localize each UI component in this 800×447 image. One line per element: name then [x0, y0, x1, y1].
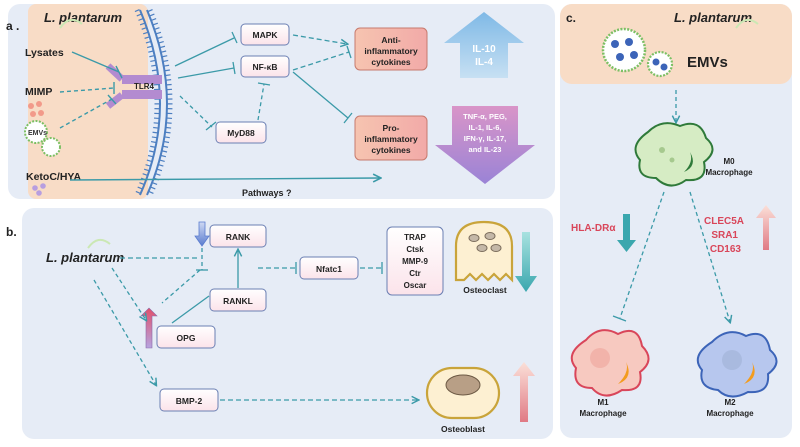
panel-c-organism: L. plantarum	[674, 10, 752, 25]
anti-inflammatory-box	[354, 27, 428, 71]
bacterium-icon	[735, 18, 759, 29]
rankl-label: RANKL	[223, 296, 253, 306]
osteoclast-down-arrow-icon	[515, 232, 537, 292]
opg-box	[156, 325, 216, 349]
rank-box	[209, 224, 267, 248]
m0-label-2: Macrophage	[705, 168, 753, 177]
emv-vesicle-icon	[24, 120, 61, 157]
myd88-label: MyD88	[227, 128, 255, 138]
panel-b-pathway-lines	[93, 248, 418, 400]
ketoc-dots-icon	[32, 183, 46, 196]
nfkb-label: NF-κB	[252, 62, 277, 72]
pro-cytokine-3: IFN-γ, IL-17,	[464, 134, 507, 143]
m1-label-1: M1	[597, 398, 609, 407]
gene-ctsk: Ctsk	[406, 245, 424, 254]
gene-mmp9: MMP-9	[402, 257, 428, 266]
m2-marker-3: CD163	[710, 244, 742, 255]
osteoblast-cell-icon	[425, 366, 501, 420]
input-ketoc-hya: KetoC/HYA	[26, 171, 81, 183]
pathways-label: Pathways ?	[242, 188, 292, 198]
emv-vesicles-icon	[601, 27, 674, 78]
pro-line-2: inflammatory	[364, 134, 418, 144]
pro-inflammatory-box	[354, 115, 428, 161]
pro-cytokine-2: IL-1, IL-6,	[469, 123, 502, 132]
panel-b-label: b.	[6, 225, 17, 239]
gene-oscar: Oscar	[404, 281, 427, 290]
m2-markers-up-arrow-icon	[756, 205, 776, 250]
input-mimp: MIMP	[25, 86, 52, 98]
tlr4-label: TLR4	[134, 82, 155, 91]
mapk-label: MAPK	[252, 30, 278, 40]
anti-up-arrow-icon	[444, 12, 524, 78]
panel-c-label: c.	[566, 11, 576, 25]
pro-line-1: Pro-	[383, 123, 400, 133]
pro-cytokine-1: TNF-α, PEG,	[463, 112, 507, 121]
anti-cytokine-2: IL-4	[475, 57, 493, 68]
m2-label-1: M2	[724, 398, 736, 407]
emvs-label: EMVs	[687, 54, 728, 71]
pro-line-3: cytokines	[371, 145, 410, 155]
gene-list-box	[386, 226, 444, 296]
panel-a-salmon-region	[28, 4, 148, 199]
nfatc1-box	[299, 256, 359, 280]
m2-marker-2: SRA1	[711, 230, 738, 241]
bmp2-box	[159, 388, 219, 412]
bmp2-label: BMP-2	[176, 396, 203, 406]
pro-cytokine-4: and IL-23	[469, 145, 502, 154]
m1-label-2: Macrophage	[579, 409, 627, 418]
bacterium-icon	[59, 18, 83, 29]
input-lysates: Lysates	[25, 47, 64, 59]
gene-ctr: Ctr	[409, 269, 421, 278]
osteoclast-cell-icon	[454, 220, 514, 283]
rankl-box	[209, 288, 267, 312]
m0-macrophage-icon	[634, 122, 714, 187]
osteoblast-label: Osteoblast	[441, 424, 485, 434]
osteoclast-label: Osteoclast	[463, 285, 507, 295]
m1-inhibition-bar	[612, 315, 627, 322]
m2-marker-1: CLEC5A	[704, 216, 744, 227]
m0-differentiation-lines	[619, 191, 730, 322]
mapk-box	[240, 23, 290, 46]
input-inhibition-arrows	[59, 51, 380, 180]
m2-macrophage-icon	[696, 331, 778, 398]
m0-label-1: M0	[723, 157, 735, 166]
panel-a-label: a .	[6, 19, 19, 33]
panel-a-pathway-lines	[174, 31, 353, 131]
osteoblast-up-arrow-icon	[513, 362, 535, 422]
panel-b-organism: L. plantarum	[46, 250, 124, 265]
panel-c-background	[560, 4, 792, 438]
emv-label: EMVs	[28, 130, 47, 137]
gene-trap: TRAP	[404, 233, 426, 242]
anti-line-3: cytokines	[371, 57, 410, 67]
m2-label-2: Macrophage	[706, 409, 754, 418]
pro-down-arrow-icon	[435, 106, 535, 184]
mimp-dots-icon	[28, 101, 44, 117]
bacterium-icon	[87, 238, 111, 249]
m1-macrophage-icon	[570, 329, 650, 397]
hla-marker-label: HLA-DRα	[571, 223, 616, 234]
panel-a-organism: L. plantarum	[44, 10, 122, 25]
opg-label: OPG	[177, 333, 196, 343]
rank-down-arrow-icon	[194, 221, 210, 247]
anti-line-2: inflammatory	[364, 46, 418, 56]
anti-line-1: Anti-	[381, 35, 401, 45]
myd88-box	[215, 121, 267, 144]
nfkb-box	[240, 55, 290, 78]
nfatc1-label: Nfatc1	[316, 264, 342, 274]
rank-label: RANK	[226, 232, 251, 242]
cell-membrane	[134, 9, 173, 197]
hla-down-arrow-icon	[617, 214, 636, 252]
anti-cytokine-1: IL-10	[472, 44, 496, 55]
